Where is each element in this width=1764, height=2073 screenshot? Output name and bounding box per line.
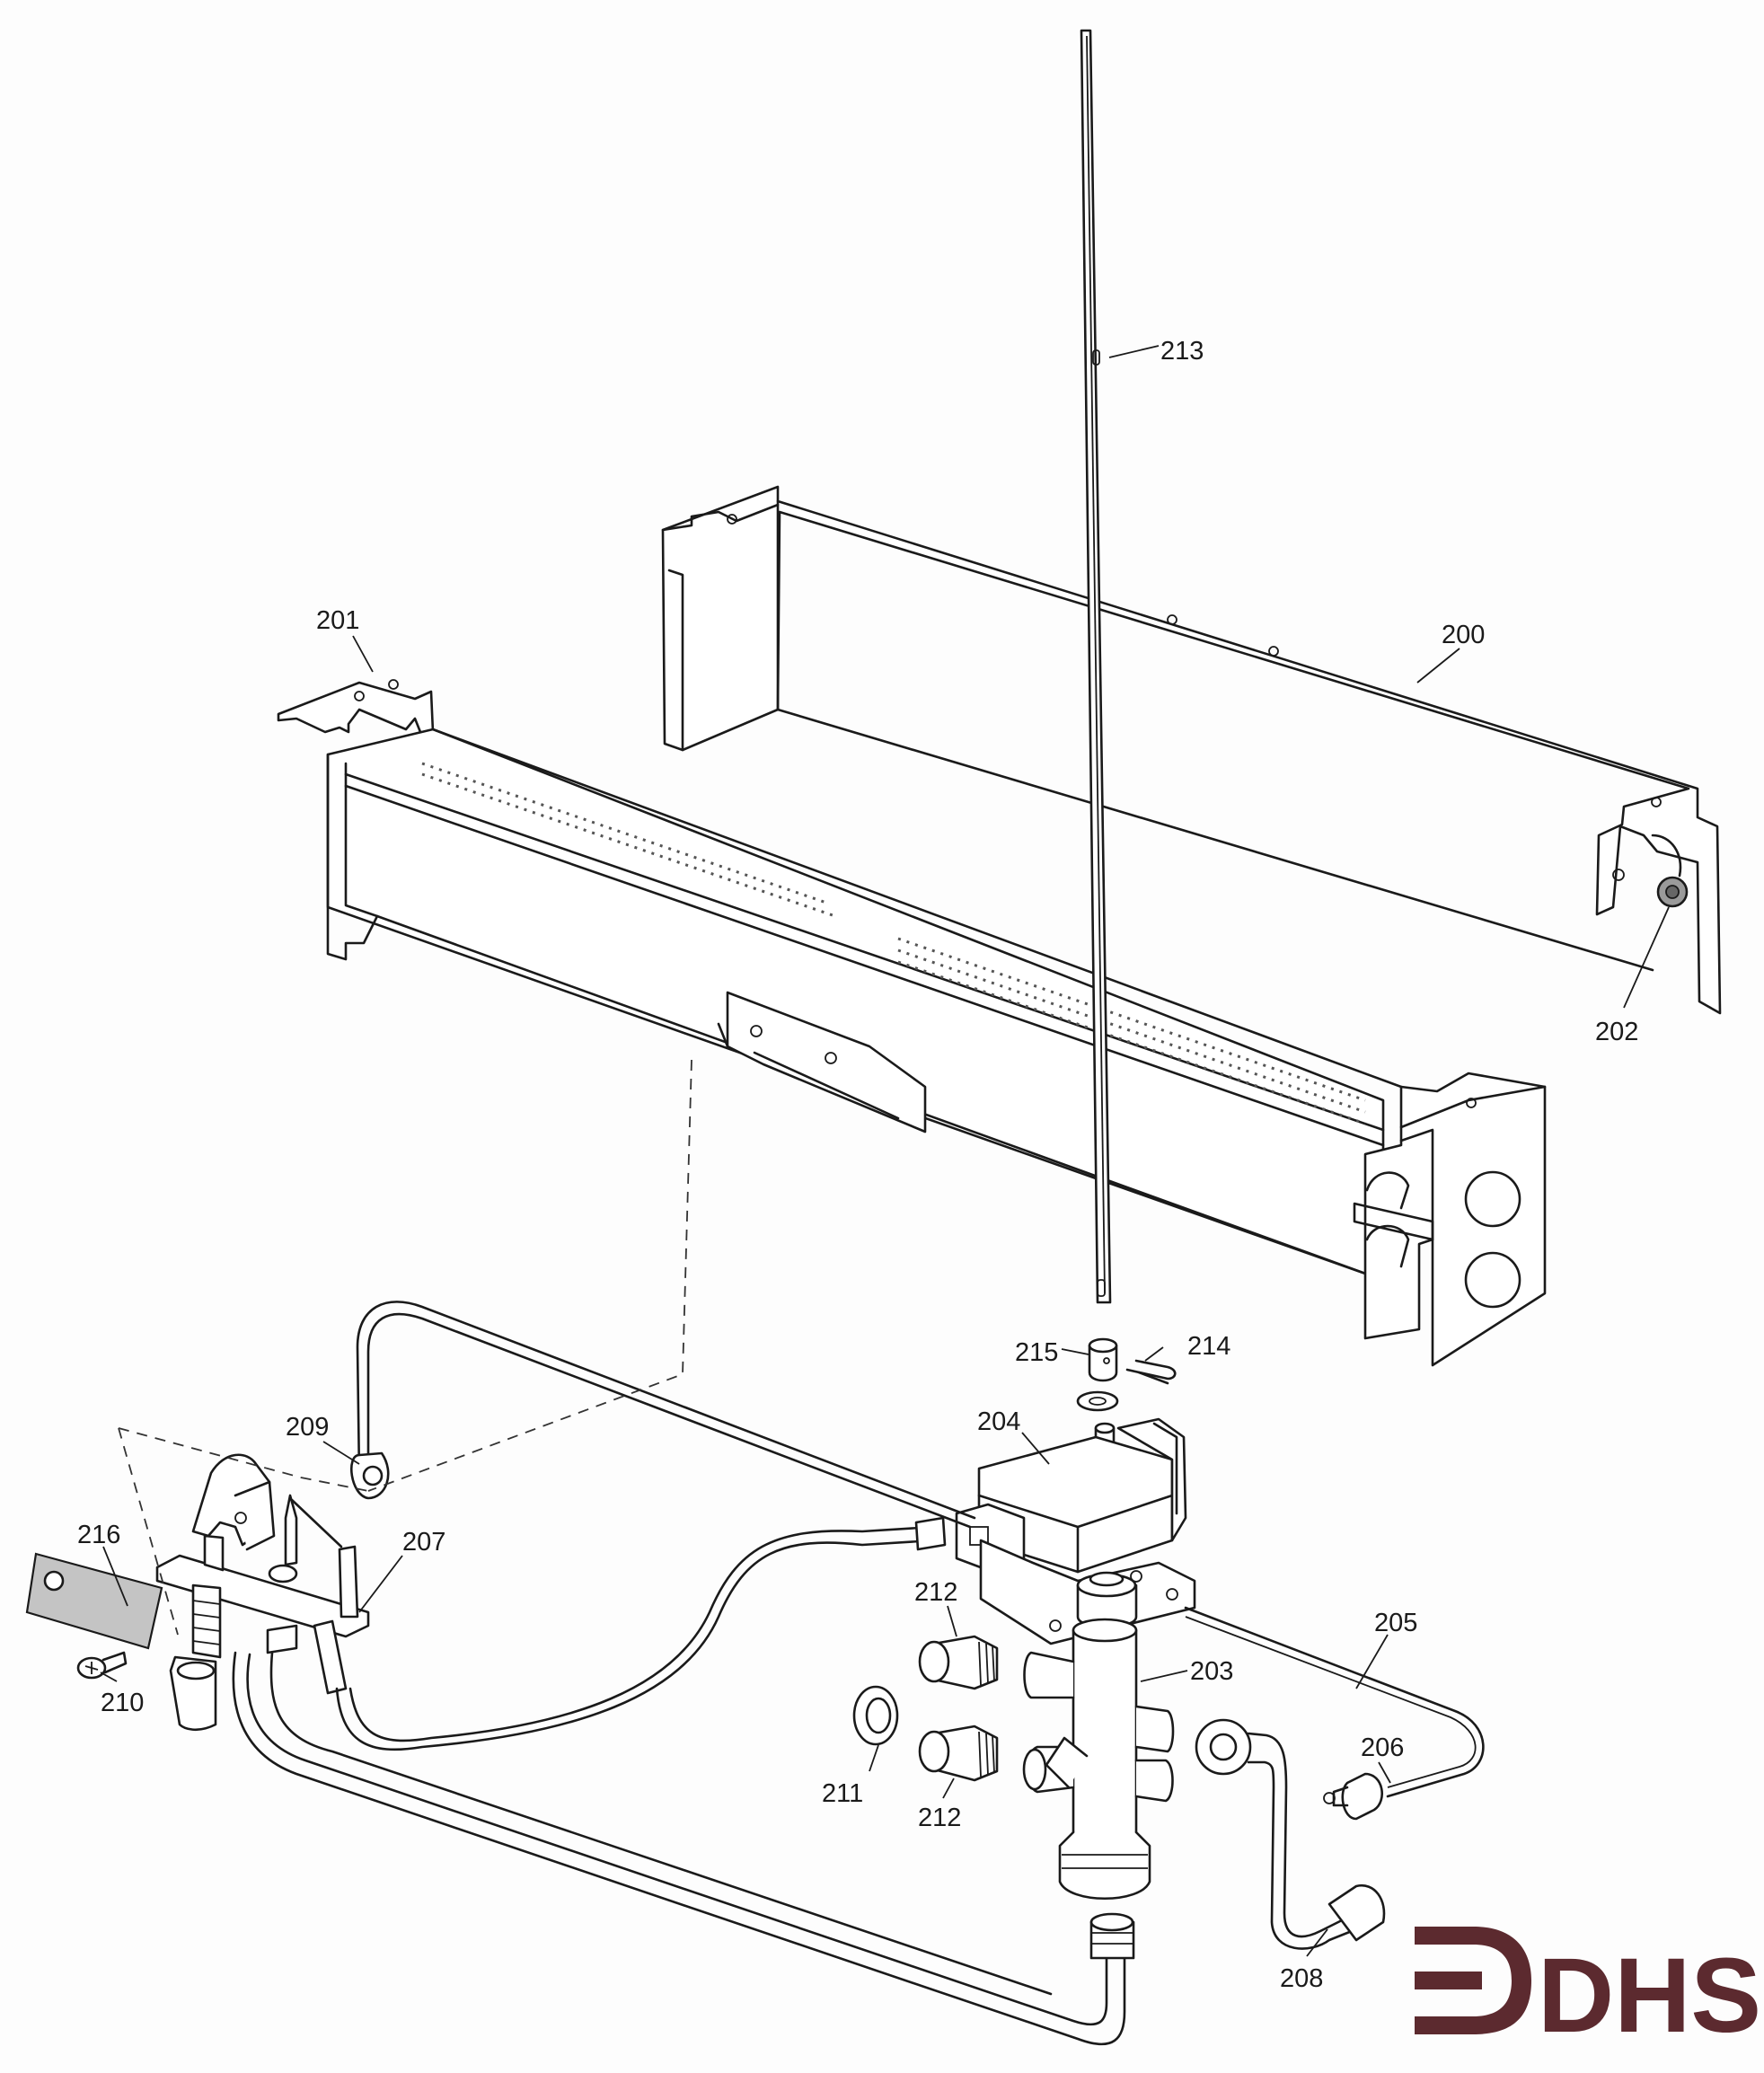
callout-208: 209: [286, 1413, 329, 1442]
part-201-burner: [277, 679, 1547, 1367]
burner-perforations: [421, 762, 1366, 1125]
assembly-dashed-lines: [118, 1059, 692, 1636]
callout-200: 200: [1442, 621, 1485, 649]
callout-206: 206: [1361, 1733, 1404, 1762]
callout-205: 205: [1374, 1609, 1417, 1637]
part-washer: [1076, 1390, 1119, 1412]
callout-213: 213: [1160, 337, 1204, 366]
callout-207: 207: [402, 1528, 445, 1557]
part-211-ring: [852, 1685, 899, 1746]
part-212-nipple-top: [918, 1635, 999, 1690]
part-212-nipple-bottom: [918, 1725, 999, 1782]
part-207-pilot-assembly: [155, 1453, 370, 1732]
part-206-nut: [1323, 1772, 1383, 1821]
callout-203: 203: [1190, 1657, 1233, 1686]
callout-211: 211: [822, 1779, 863, 1808]
part-200-rear-channel: [661, 485, 1722, 1015]
pilot-tubes: [232, 1516, 1135, 2046]
dhs-logo: DHS: [1415, 1927, 1761, 2055]
callout-labels: 213 200 201 202 215 214 204 209 216 207 …: [77, 337, 1638, 1993]
dhs-logo-text: DHS: [1538, 1936, 1761, 2055]
callout-216: 216: [77, 1521, 120, 1549]
leader-lines: [100, 345, 1670, 1957]
callout-210: 210: [101, 1689, 144, 1717]
callout-215: 215: [1015, 1338, 1058, 1367]
callout-202: 202: [1595, 1018, 1638, 1046]
callout-212-bottom: 212: [918, 1804, 961, 1832]
callout-214: 214: [1187, 1332, 1230, 1361]
callout-209: 208: [1280, 1964, 1323, 1993]
callout-201: 201: [316, 606, 359, 635]
dhs-logo-mark: [1415, 1927, 1531, 2034]
part-205-tube: [1184, 1606, 1485, 1798]
part-214-clip: [1125, 1359, 1177, 1385]
part-209-pipe-fitting: [1195, 1718, 1386, 1950]
part-210-screw: [76, 1651, 128, 1680]
part-215-coupling: [1088, 1337, 1118, 1382]
part-203-valve-body: [1022, 1618, 1175, 1901]
callout-204: 204: [977, 1407, 1020, 1436]
callout-212-top: 212: [914, 1578, 957, 1607]
part-208-thermocouple: [350, 1301, 976, 1529]
part-213-control-rod: [1080, 29, 1112, 1304]
part-216-gasket: [25, 1552, 163, 1650]
part-204-solenoid-housing: [955, 1417, 1196, 1645]
part-202-knurled-nut: [1656, 876, 1689, 908]
